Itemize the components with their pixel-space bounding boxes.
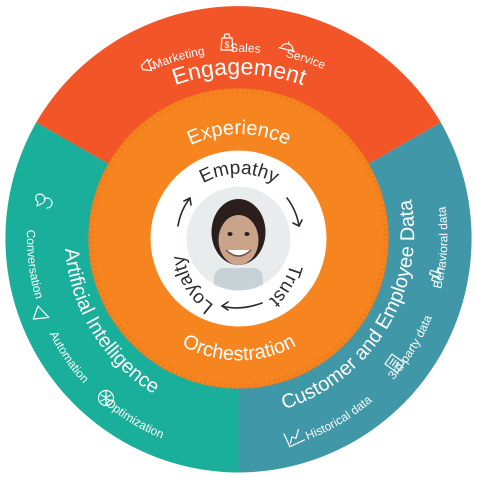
line-chart-icon [283, 428, 306, 448]
brain-icon [97, 389, 115, 407]
dollar-bag-icon: $ [220, 33, 234, 51]
orchestration-ring-brush [87, 87, 390, 390]
core-arrow-bottom-head [221, 301, 229, 311]
svg-text:$: $ [224, 40, 229, 50]
core-arrow-top-left-head [183, 197, 192, 206]
triangle-play-icon [32, 305, 50, 320]
document-icon [384, 353, 405, 374]
engagement-item-sales: Sales [230, 41, 261, 56]
core-arrow-bottom [221, 302, 263, 309]
person-avatar [186, 186, 291, 291]
chat-bubbles-icon [35, 193, 53, 209]
bar-chart-icon [428, 266, 443, 283]
service-bell-icon [278, 41, 296, 53]
megaphone-icon [140, 58, 156, 72]
core-arrow-right-head [292, 219, 303, 227]
